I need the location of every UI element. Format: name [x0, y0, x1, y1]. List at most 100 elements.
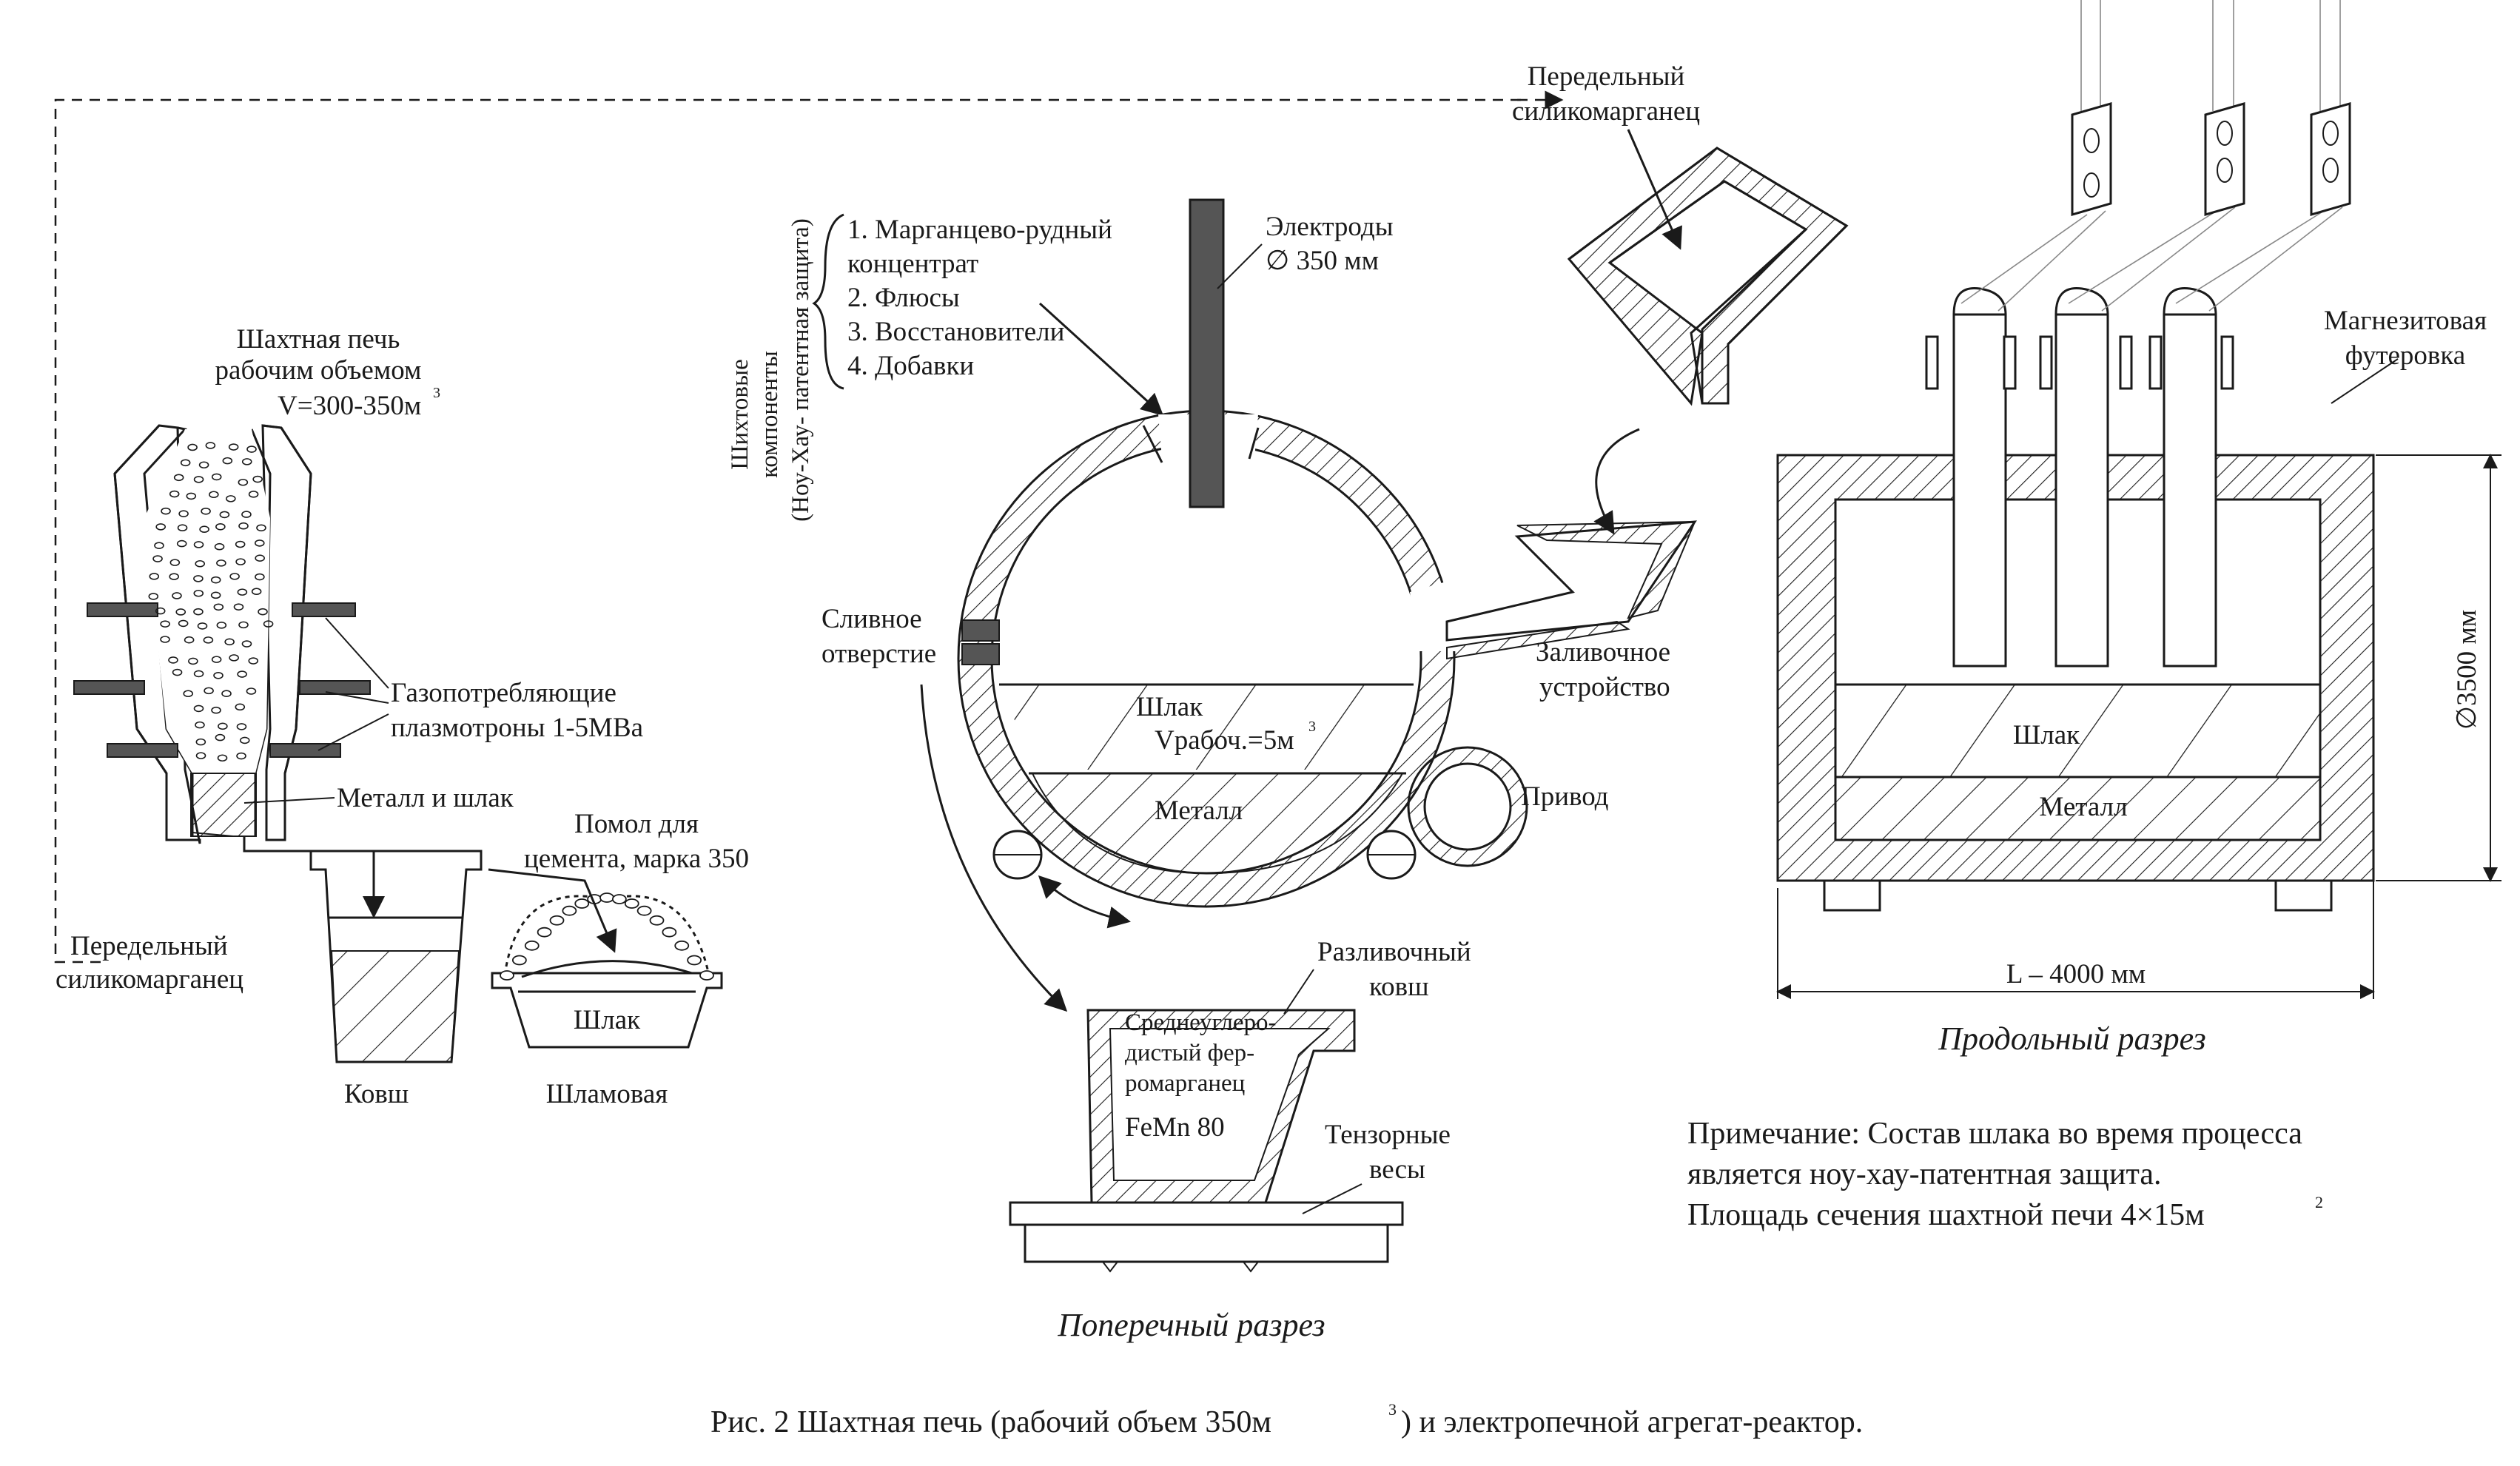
shaft-title-2: рабочим объемом — [215, 355, 422, 386]
chain-link — [500, 970, 514, 981]
chain-link — [636, 905, 652, 916]
pellet — [177, 524, 188, 532]
charge-item: 2. Флюсы — [847, 283, 960, 313]
pellet — [246, 445, 257, 453]
pellet — [195, 738, 206, 746]
cross-section-caption: Поперечный разрез — [1057, 1307, 1325, 1343]
chain-link — [524, 940, 540, 951]
slag-pot-label: Шлак — [574, 1005, 641, 1035]
pellet — [241, 640, 252, 648]
pellet — [211, 706, 221, 714]
pellet — [215, 733, 226, 742]
pellet — [201, 508, 211, 515]
note-line-3: Площадь сечения шахтной печи 4×15м — [1687, 1198, 2205, 1232]
long-section-labels: Магнезитовая футеровка Шлак Металл ∅3500… — [1938, 306, 2487, 1057]
pellet — [198, 461, 209, 469]
pellet — [169, 490, 180, 498]
electrode-long — [2054, 313, 2109, 668]
figure-caption-tail: ) и электропечной агрегат-реактор. — [1401, 1405, 1863, 1439]
cable-line — [2208, 206, 2343, 312]
pellet — [237, 670, 247, 678]
pellet — [195, 721, 205, 729]
chain-link — [674, 940, 690, 951]
pellet — [236, 723, 247, 730]
chain-link — [662, 927, 677, 938]
pellet — [228, 443, 239, 451]
product-label-1: Среднеуглеро- — [1125, 1009, 1276, 1036]
pellet — [213, 603, 224, 611]
pellet — [180, 459, 191, 467]
pellet — [204, 687, 214, 695]
plasmatron-bar — [299, 680, 371, 695]
pellet — [256, 524, 266, 532]
product-label-4: FeMn 80 — [1125, 1112, 1225, 1143]
pellet — [233, 603, 244, 611]
pellet — [263, 620, 274, 628]
chain-link — [687, 955, 702, 966]
pellet — [239, 736, 250, 744]
ladle-label: Ковш — [344, 1079, 409, 1109]
shaft-volume: V=300-350м — [278, 391, 421, 421]
product-label-2: дистый фер- — [1125, 1040, 1254, 1066]
long-metal-label: Металл — [2039, 792, 2127, 822]
pellet — [173, 474, 184, 482]
pellet — [168, 656, 178, 664]
fill-device: Заливочное устройство — [1445, 428, 1697, 702]
pellet — [214, 542, 225, 551]
lining-label-2: футеровка — [2345, 340, 2465, 371]
fill-device-label-2: устройство — [1539, 672, 1670, 702]
charge-item: 3. Восстановители — [847, 317, 1064, 347]
pellet — [226, 495, 236, 502]
pellet — [186, 492, 197, 500]
pellet — [178, 619, 189, 628]
charge-item: концентрат — [847, 249, 978, 279]
pellet — [235, 540, 246, 548]
electrode-long — [1952, 313, 2007, 668]
pellet — [254, 539, 265, 547]
shaft-volume-sup: 3 — [433, 385, 440, 401]
pellet — [155, 523, 167, 531]
chain-link — [699, 970, 714, 981]
pellet — [183, 690, 194, 698]
electrode-long — [2163, 313, 2217, 668]
chain-link — [649, 915, 665, 926]
reactor-volume-label: Vрабоч.=5м — [1155, 725, 1294, 756]
reactor-metal-label: Металл — [1155, 796, 1243, 826]
pellet — [241, 458, 252, 465]
chain-link — [611, 894, 627, 904]
pellet — [210, 591, 221, 599]
pellet — [215, 522, 226, 531]
figure-caption: Рис. 2 Шахтная печь (рабочий объем 350м … — [710, 1400, 1863, 1439]
pellet — [238, 478, 249, 486]
reactor-volume-sup: 3 — [1308, 719, 1316, 735]
note-line-2: является ноу-хау-патентная защита. — [1687, 1157, 2162, 1191]
plasma-label-2: плазмотроны 1-5МВа — [391, 713, 643, 743]
tensometric-scale: Тензорные весы Поперечный разрез — [1009, 1120, 1451, 1343]
pellet — [258, 608, 268, 616]
pellet — [169, 573, 179, 580]
electrodes-label-2: ∅ 350 мм — [1266, 246, 1379, 276]
pellet — [211, 656, 222, 663]
charge-item: 4. Добавки — [847, 351, 974, 381]
pellet — [236, 752, 246, 760]
pellet — [199, 525, 209, 534]
pellet — [248, 657, 259, 665]
pellet — [184, 636, 195, 644]
note-line-1: Примечание: Состав шлака во время процес… — [1687, 1117, 2302, 1151]
pellet — [205, 442, 216, 449]
reactor-slag-label: Шлак — [1136, 692, 1203, 722]
pellet — [248, 491, 259, 498]
pellet — [222, 457, 233, 465]
pellet — [209, 491, 219, 499]
pellet — [193, 705, 204, 713]
note-line-3-sup: 2 — [2315, 1193, 2323, 1211]
pellet — [224, 638, 235, 646]
charge-vertical-1: Шихтовые — [727, 359, 753, 470]
pellet — [195, 559, 206, 568]
chain-link — [549, 915, 565, 926]
pellet — [235, 558, 246, 565]
pellet — [229, 654, 239, 662]
long-section-caption: Продольный разрез — [1938, 1021, 2205, 1057]
pellet — [255, 573, 265, 581]
